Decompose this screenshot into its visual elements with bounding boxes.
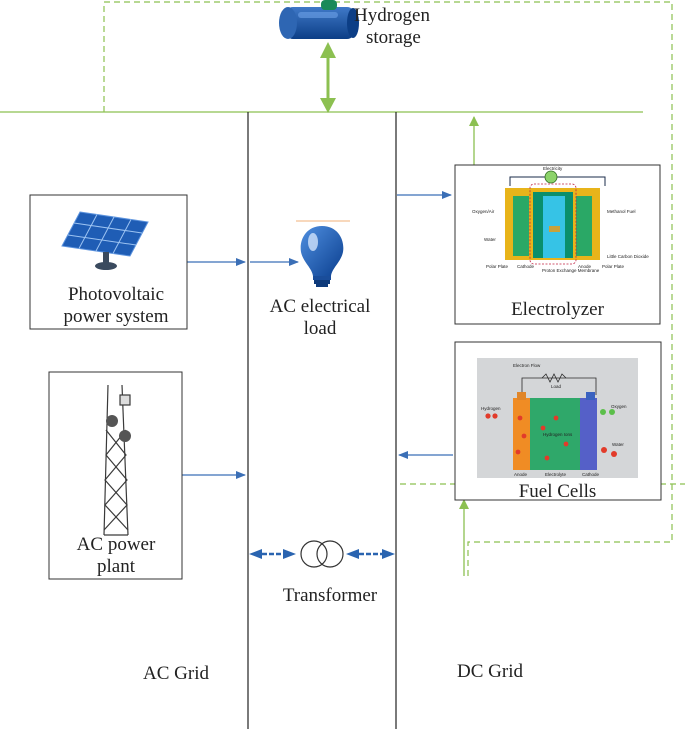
solar-panel-icon xyxy=(61,211,149,270)
photovoltaic-label: Photovoltaic power system xyxy=(46,284,186,328)
storage-double-arrow xyxy=(320,42,336,113)
ac-power-plant-line2: plant xyxy=(97,556,135,577)
fuel-cells-label: Fuel Cells xyxy=(518,481,597,502)
ac-power-plant-label: AC power plant xyxy=(52,534,180,578)
hydrogen-storage-line1: Hydrogen xyxy=(354,5,430,26)
fc-label-cathode: Cathode xyxy=(582,472,600,477)
fc-label-water: Water xyxy=(612,442,624,447)
elec-label-water: Water xyxy=(484,237,496,242)
fc-label-electrolyte: Electrolyte xyxy=(545,472,567,477)
fc-label-hydrogen-ions: Hydrogen Ions xyxy=(543,432,573,437)
elec-label-methanol: Methanol Fuel xyxy=(607,209,636,214)
dc-grid-label: DC Grid xyxy=(457,661,523,682)
fc-label-anode: Anode xyxy=(514,472,528,477)
elec-label-anode: Anode xyxy=(578,264,592,269)
light-bulb-icon xyxy=(296,220,350,287)
ac-load-label: AC electrical load xyxy=(254,296,386,340)
photovoltaic-line2: power system xyxy=(63,306,169,327)
ac-power-plant-line1: AC power xyxy=(76,534,156,555)
electrolyzer-illustration xyxy=(505,170,606,265)
elec-label-co2: Little Carbon Dioxide xyxy=(607,254,649,259)
elec-label-electricity: Electricity xyxy=(543,166,563,171)
fc-label-electron-flow: Electron Flow xyxy=(513,363,541,368)
ac-grid-label: AC Grid xyxy=(143,663,209,684)
hydrogen-storage-line2: storage xyxy=(366,27,421,48)
photovoltaic-line1: Photovoltaic xyxy=(67,284,165,305)
fc-label-load: Load xyxy=(551,384,562,389)
ac-power-plant-box xyxy=(48,371,183,580)
fc-label-oxygen: Oxygen xyxy=(611,404,627,409)
transformer-icon xyxy=(249,540,395,568)
elec-label-membrane: Proton Exchange Membrane xyxy=(542,268,600,273)
elec-label-polar-plate-2: Polar Plate xyxy=(602,264,625,269)
transformer-label: Transformer xyxy=(282,585,378,606)
elec-label-cathode: Cathode xyxy=(517,264,535,269)
ac-load-line1: AC electrical xyxy=(269,296,371,317)
elec-label-polar-plate-1: Polar Plate xyxy=(486,264,509,269)
fuel-cell-illustration xyxy=(477,358,638,478)
hydrogen-tank-icon xyxy=(279,0,359,39)
hydrogen-storage-label: Hydrogen storage xyxy=(354,5,458,49)
ac-load-line2: load xyxy=(303,318,337,339)
power-tower-icon xyxy=(103,384,131,536)
elec-label-oxygen: Oxygen/Air xyxy=(472,209,495,214)
electrolyzer-label: Electrolyzer xyxy=(511,299,604,320)
fc-label-hydrogen: Hydrogen xyxy=(481,406,501,411)
